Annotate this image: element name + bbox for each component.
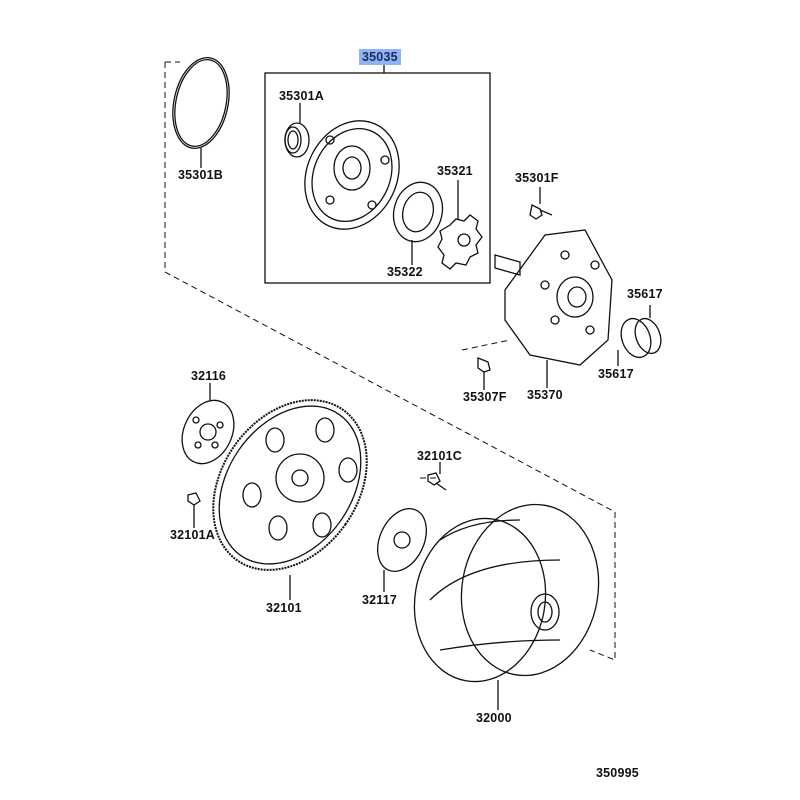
part-label-35617-top[interactable]: 35617 (627, 287, 663, 301)
torque-converter-32000 (413, 503, 600, 710)
drive-gear-35321 (437, 180, 483, 270)
plate-32116 (181, 383, 235, 465)
driven-gear-35322 (392, 181, 444, 265)
pump-body (304, 120, 400, 230)
bolt-32101A (187, 492, 201, 528)
part-label-35370[interactable]: 35370 (527, 388, 563, 402)
seal-rings-35617 (617, 305, 662, 366)
part-label-35301B[interactable]: 35301B (178, 168, 223, 182)
part-label-35301A[interactable]: 35301A (279, 89, 324, 103)
part-label-32000[interactable]: 32000 (476, 711, 512, 725)
figure-id: 350995 (596, 766, 639, 780)
pump-cover-35370 (494, 229, 613, 388)
part-label-32117[interactable]: 32117 (362, 593, 398, 607)
part-label-32101[interactable]: 32101 (266, 601, 302, 615)
oil-seal-35301A (284, 103, 310, 158)
plate-32117 (377, 508, 427, 592)
dashed-guide-lines (164, 61, 616, 661)
drive-plate-32101 (212, 399, 368, 600)
part-label-32101C[interactable]: 32101C (417, 449, 462, 463)
bolt-35301F (529, 187, 553, 220)
part-label-35617-bottom[interactable]: 35617 (598, 367, 634, 381)
o-ring-35301B (172, 57, 230, 168)
assembly-label-35035[interactable]: 35035 (359, 49, 401, 65)
part-label-35307F[interactable]: 35307F (463, 390, 507, 404)
assembly-box (264, 72, 491, 284)
bolt-32101C (427, 462, 447, 491)
part-label-32116[interactable]: 32116 (191, 369, 227, 383)
part-label-32101A[interactable]: 32101A (170, 528, 215, 542)
part-label-35301F[interactable]: 35301F (515, 171, 559, 185)
bolt-35307F (477, 357, 491, 390)
part-label-35322[interactable]: 35322 (387, 265, 423, 279)
part-label-35321[interactable]: 35321 (437, 164, 473, 178)
